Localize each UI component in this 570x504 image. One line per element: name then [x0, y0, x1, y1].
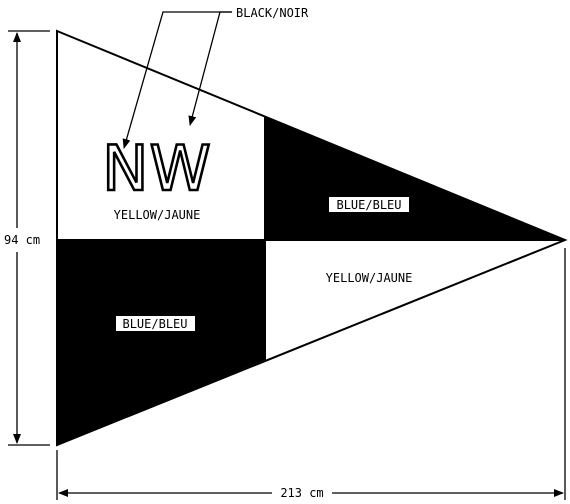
quadrant-top-right-label: BLUE/BLEU: [336, 198, 401, 212]
label-background: [329, 197, 409, 212]
callout-label: BLACK/NOIR: [236, 6, 309, 20]
pennant-outline: [56, 29, 568, 447]
callout-leader-line: [188, 11, 232, 126]
quadrant-bottom-left-fill: [57, 240, 265, 445]
height-dimension-label: 94 cm: [4, 233, 40, 247]
length-dimension-label: 213 cm: [280, 486, 323, 500]
quadrant-bottom-right-label: YELLOW/JAUNE: [326, 271, 413, 285]
callout-leader-line: [122, 11, 232, 149]
label-background: [116, 316, 195, 331]
code-letters: NW: [102, 132, 212, 205]
quadrant-top-left-label: YELLOW/JAUNE: [114, 208, 201, 222]
quadrant-bottom-left-label: BLUE/BLEU: [122, 317, 187, 331]
